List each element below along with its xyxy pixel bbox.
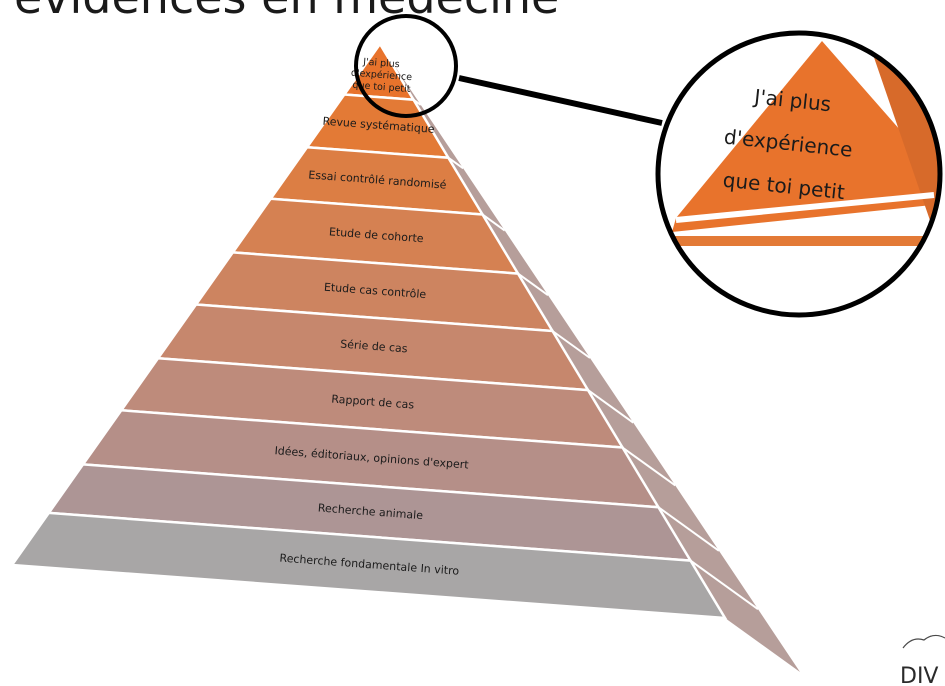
zoom-circle — [655, 30, 943, 318]
zoom-next-band — [658, 236, 940, 246]
logo-text: DIV — [900, 664, 938, 686]
side-divider — [481, 213, 506, 232]
pyramid-level-label: Série de cas — [340, 337, 408, 355]
pyramid-level-label: Rapport de cas — [331, 392, 415, 411]
pyramid-level-band — [9, 511, 728, 620]
highlight-circle — [354, 14, 458, 118]
logo: DIV — [900, 634, 945, 686]
side-divider — [657, 506, 720, 552]
pyramid-top-label-line: J'ai plus — [362, 57, 400, 71]
side-divider — [517, 272, 549, 297]
side-divider — [551, 330, 591, 359]
callout-connector-line — [458, 75, 663, 126]
side-divider — [689, 559, 759, 611]
pyramid-top-label-line: d'expérience — [350, 68, 412, 84]
pyramid-top-label-line: que toi petit — [352, 80, 411, 95]
side-divider — [621, 446, 676, 487]
zoom-top-triangle — [672, 41, 932, 232]
zoom-white-separator — [675, 192, 935, 223]
side-divider — [587, 389, 634, 424]
logo-mountain-icon — [902, 634, 945, 649]
slide-title: évidences en médecine — [14, 0, 559, 20]
